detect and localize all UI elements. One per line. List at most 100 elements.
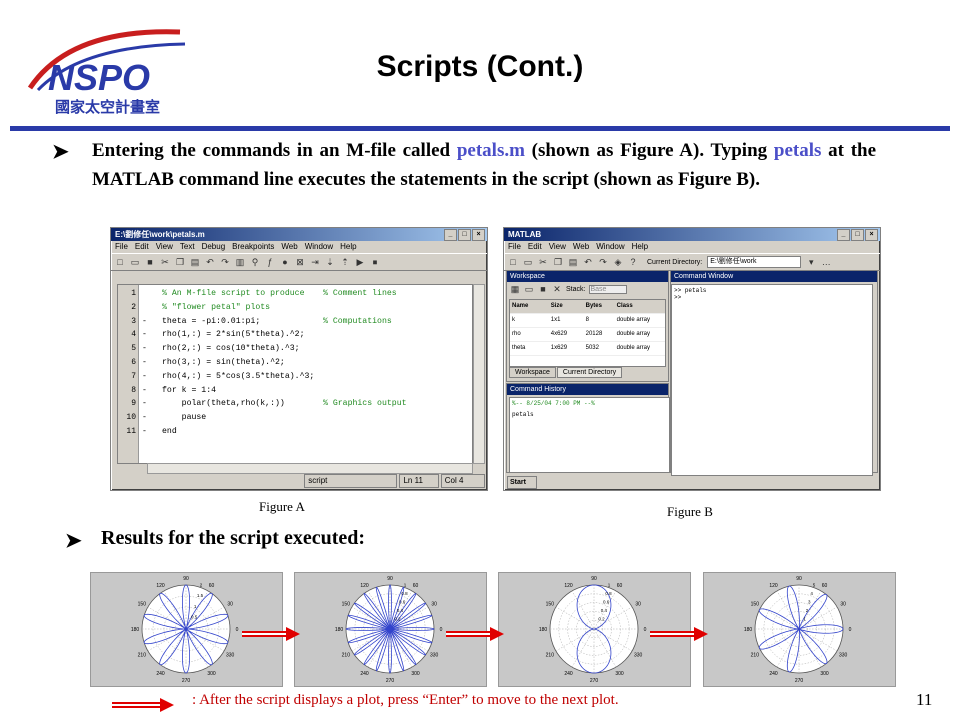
menu-b-file[interactable]: File xyxy=(508,242,521,251)
breakpoint-marker[interactable]: - xyxy=(142,413,147,423)
paste-icon[interactable]: ▤ xyxy=(568,257,578,267)
menu-a-edit[interactable]: Edit xyxy=(134,242,149,251)
editor-horizontal-scrollbar[interactable] xyxy=(147,463,473,474)
menu-a-web[interactable]: Web xyxy=(281,242,298,251)
open-folder-icon[interactable]: ▭ xyxy=(130,257,140,267)
clear-breakpoints-icon[interactable]: ⊠ xyxy=(296,257,304,267)
code-comment: % Graphics output xyxy=(323,399,407,409)
chevron-down-icon[interactable]: ▾ xyxy=(808,257,814,267)
angle-label: 60 xyxy=(413,583,419,589)
start-button[interactable]: Start xyxy=(507,476,537,489)
angle-label: 0 xyxy=(236,627,239,633)
close-button[interactable]: × xyxy=(865,229,878,241)
save-ws-icon[interactable]: ■ xyxy=(540,284,546,294)
redo-icon[interactable]: ↷ xyxy=(221,257,229,267)
minimize-button[interactable]: _ xyxy=(837,229,850,241)
help-icon[interactable]: ? xyxy=(630,257,636,267)
current-dir-input[interactable]: E:\劉修任\work xyxy=(707,256,802,268)
matlab-titlebar[interactable]: MATLAB _ □ × xyxy=(504,228,880,241)
step-in-icon[interactable]: ⇣ xyxy=(326,257,334,267)
cut-icon[interactable]: ✂ xyxy=(539,257,547,267)
title-rule xyxy=(10,126,950,131)
breakpoint-marker[interactable]: - xyxy=(142,427,147,436)
workspace-col-header[interactable]: Class xyxy=(616,303,633,309)
print-icon[interactable]: ▥ xyxy=(235,257,245,267)
workspace-cell-size: 1x629 xyxy=(550,345,568,351)
tab-workspace[interactable]: Workspace xyxy=(509,367,556,378)
menu-b-edit[interactable]: Edit xyxy=(527,242,542,251)
undo-icon[interactable]: ↶ xyxy=(584,257,592,267)
maximize-button[interactable]: □ xyxy=(851,229,864,241)
polar-curve xyxy=(345,584,435,674)
editor-titlebar[interactable]: E:\劉修任\work\petals.m _ □ × xyxy=(111,228,487,241)
breakpoint-marker[interactable] xyxy=(142,287,150,301)
menu-a-window[interactable]: Window xyxy=(304,242,334,251)
new-file-icon[interactable]: □ xyxy=(117,257,123,267)
copy-icon[interactable]: ❐ xyxy=(553,257,563,267)
undo-icon[interactable]: ↶ xyxy=(206,257,214,267)
breakpoint-marker[interactable]: - xyxy=(142,358,147,367)
history-command-line[interactable]: petals xyxy=(512,411,534,418)
angle-label: 300 xyxy=(411,671,420,677)
angle-label: 90 xyxy=(796,576,802,582)
close-button[interactable]: × xyxy=(472,229,485,241)
open-var-icon[interactable]: ▦ xyxy=(510,284,520,294)
simulink-icon[interactable]: ◈ xyxy=(614,257,622,267)
workspace-col-header[interactable]: Name xyxy=(512,303,529,309)
angle-label: 60 xyxy=(822,583,828,589)
breakpoint-marker[interactable]: - xyxy=(142,330,147,340)
redo-icon[interactable]: ↷ xyxy=(599,257,607,267)
menu-a-help[interactable]: Help xyxy=(340,242,357,251)
editor-menubar: File Edit View Text Debug Breakpoints Web Windo… xyxy=(111,241,487,253)
menu-b-window[interactable]: Window xyxy=(596,242,625,251)
copy-icon[interactable]: ❐ xyxy=(175,257,185,267)
stack-select[interactable]: Base xyxy=(589,284,628,294)
function-icon[interactable]: ƒ xyxy=(267,257,273,267)
workspace-col-header[interactable]: Bytes xyxy=(585,303,602,309)
new-file-icon[interactable]: □ xyxy=(510,257,516,267)
breakpoint-marker[interactable]: - xyxy=(142,371,147,381)
history-list[interactable]: %-- 8/25/04 7:00 PM --% petals xyxy=(509,397,670,473)
load-icon[interactable]: ▭ xyxy=(524,284,534,294)
delete-icon[interactable]: ✕ xyxy=(553,284,561,294)
open-folder-icon[interactable]: ▭ xyxy=(523,257,533,267)
tab-current-directory[interactable]: Current Directory xyxy=(556,367,623,378)
workspace-col-header[interactable]: Size xyxy=(550,303,563,309)
maximize-button[interactable]: □ xyxy=(458,229,471,241)
breakpoint-marker[interactable]: - xyxy=(142,316,147,326)
paste-icon[interactable]: ▤ xyxy=(190,257,200,267)
menu-a-view[interactable]: View xyxy=(155,242,173,251)
breakpoint-icon[interactable]: ● xyxy=(282,257,288,267)
continue-icon[interactable]: ▶ xyxy=(356,257,364,267)
menu-a-text[interactable]: Text xyxy=(179,242,195,251)
menu-b-view[interactable]: View xyxy=(548,242,566,251)
breakpoint-marker[interactable]: - xyxy=(142,399,147,409)
exit-debug-icon[interactable]: ⏹ xyxy=(372,257,378,267)
workspace-cell-class: double array xyxy=(616,331,650,337)
cut-icon[interactable]: ✂ xyxy=(161,257,169,267)
menu-a-file[interactable]: File xyxy=(115,242,128,251)
find-icon[interactable]: ⚲ xyxy=(251,257,259,267)
browse-folder-icon[interactable]: … xyxy=(821,257,831,267)
breakpoint-marker[interactable] xyxy=(142,301,150,315)
code-line: rho(4,:) = 5*cos(3.5*theta).^3; xyxy=(162,371,315,381)
step-icon[interactable]: ⇥ xyxy=(311,257,319,267)
figure-a-editor-window: E:\劉修任\work\petals.m _ □ × File Edit View T… xyxy=(110,227,488,491)
menu-a-debug[interactable]: Debug xyxy=(201,242,226,251)
breakpoint-marker[interactable]: - xyxy=(142,344,147,354)
save-icon[interactable]: ■ xyxy=(147,257,153,267)
command-window-area[interactable]: >> petals >> xyxy=(671,284,873,476)
step-out-icon[interactable]: ⇡ xyxy=(341,257,349,267)
menu-b-web[interactable]: Web xyxy=(572,242,590,251)
bullet-1-filename: petals.m xyxy=(456,140,525,161)
menu-b-help[interactable]: Help xyxy=(631,242,649,251)
breakpoint-marker[interactable]: - xyxy=(142,385,147,395)
minimize-button[interactable]: _ xyxy=(444,229,457,241)
editor-vertical-scrollbar[interactable] xyxy=(473,284,485,464)
menu-a-breakpoints[interactable]: Breakpoints xyxy=(232,242,275,251)
